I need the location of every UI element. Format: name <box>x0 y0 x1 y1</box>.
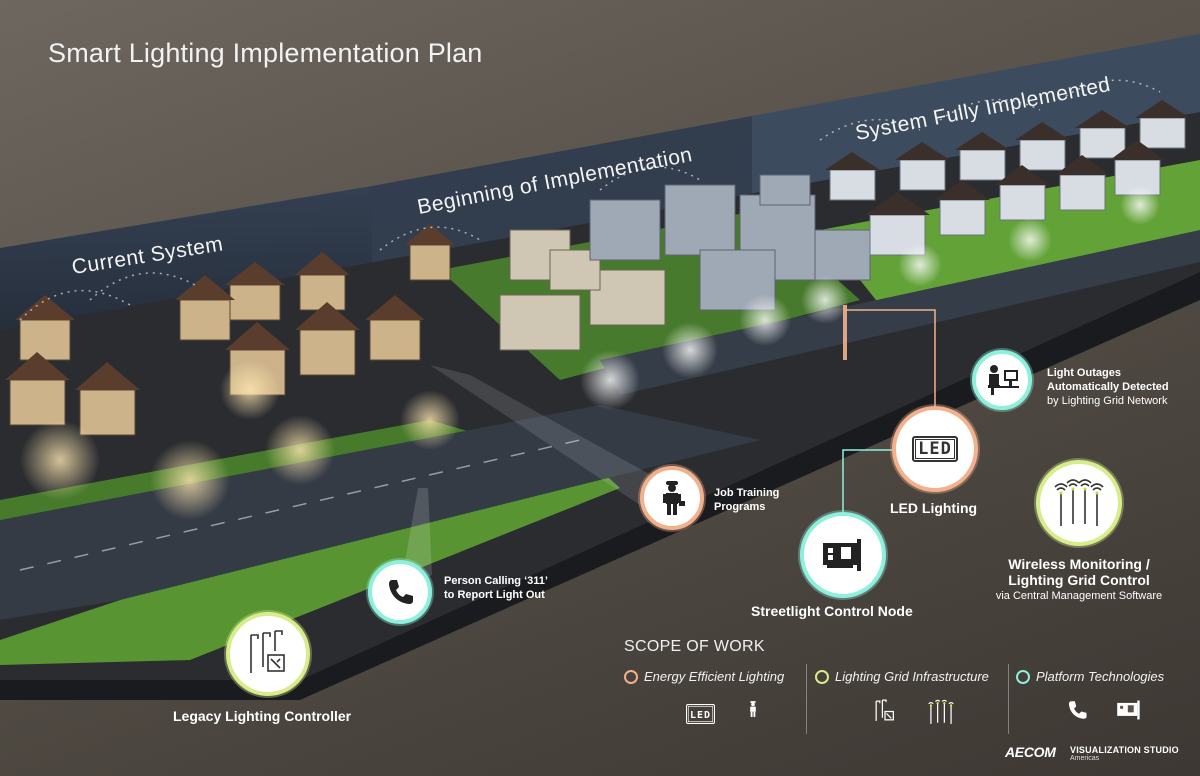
wireless-line-1: Wireless Monitoring / <box>1008 556 1150 572</box>
phone-icon <box>389 580 413 604</box>
wireless-line-3: via Central Management Software <box>995 590 1163 602</box>
viz-studio-sub: Americas <box>1070 755 1100 762</box>
job-training-line-2: Programs <box>714 501 766 513</box>
scope-item-grid: Lighting Grid Infrastructure <box>815 669 989 684</box>
scope-item-energy-label: Energy Efficient Lighting <box>644 669 785 684</box>
scope-legacy-controller-icon <box>875 699 894 721</box>
phone-callout <box>368 560 432 624</box>
wireless-streetlights-icon <box>1054 479 1104 526</box>
scope-divider-1 <box>806 664 807 734</box>
person-calling-line-2: to Report Light Out <box>444 589 545 601</box>
legacy-controller-icon <box>250 630 285 673</box>
job-training-line-1: Job Training <box>714 487 780 499</box>
scope-title: SCOPE OF WORK <box>624 638 765 655</box>
scope-item-platform-label: Platform Technologies <box>1036 669 1165 684</box>
led-lighting-label: LED Lighting <box>890 500 978 516</box>
page-title: Smart Lighting Implementation Plan <box>48 38 483 68</box>
wireless-callout <box>1036 460 1122 546</box>
legacy-controller-callout <box>226 612 310 696</box>
control-node-callout <box>800 512 886 598</box>
outages-callout <box>972 350 1032 410</box>
outages-label: Light Outages Automatically Detected by … <box>1047 366 1169 408</box>
led-lighting-callout: LED <box>892 406 978 492</box>
operator-computer-icon <box>988 365 1019 395</box>
grid-dot-icon <box>815 669 829 684</box>
job-training-callout <box>640 466 704 530</box>
wireless-label: Wireless Monitoring / Lighting Grid Cont… <box>979 556 1179 603</box>
viz-studio-name: VISUALIZATION STUDIO <box>1070 745 1179 755</box>
scope-circuit-board-icon <box>1117 700 1140 720</box>
scope-phone-icon <box>1068 701 1087 719</box>
scope-item-grid-label: Lighting Grid Infrastructure <box>835 669 989 684</box>
wireless-line-2: Lighting Grid Control <box>1008 572 1150 588</box>
person-calling-line-1: Person Calling ‘311’ <box>444 575 548 587</box>
scope-led-badge-text: LED <box>690 710 712 721</box>
outages-line-3: by Lighting Grid Network <box>1047 395 1168 407</box>
energy-dot-icon <box>624 669 638 684</box>
control-node-label: Streetlight Control Node <box>751 603 913 619</box>
outages-line-2: Automatically Detected <box>1047 381 1169 393</box>
scope-worker-icon <box>750 701 756 717</box>
platform-dot-icon <box>1016 669 1030 684</box>
worker-icon <box>663 481 685 515</box>
scope-item-platform: Platform Technologies <box>1016 669 1164 684</box>
legacy-controller-label: Legacy Lighting Controller <box>173 708 352 724</box>
aecom-logo: AECOM <box>1005 744 1056 760</box>
person-calling-label: Person Calling ‘311’ to Report Light Out <box>444 574 548 602</box>
scope-divider-2 <box>1008 664 1009 734</box>
viz-studio-logo: VISUALIZATION STUDIO Americas <box>1070 745 1179 762</box>
led-icon: LED <box>912 436 958 462</box>
circuit-board-icon <box>823 539 861 571</box>
scope-led-icon: LED <box>686 704 716 724</box>
scope-wireless-icon <box>928 699 954 724</box>
scope-item-energy: Energy Efficient Lighting <box>624 669 784 684</box>
job-training-label: Job Training Programs <box>714 486 779 514</box>
outages-line-1: Light Outages <box>1047 367 1121 379</box>
led-badge-text: LED <box>918 439 952 459</box>
